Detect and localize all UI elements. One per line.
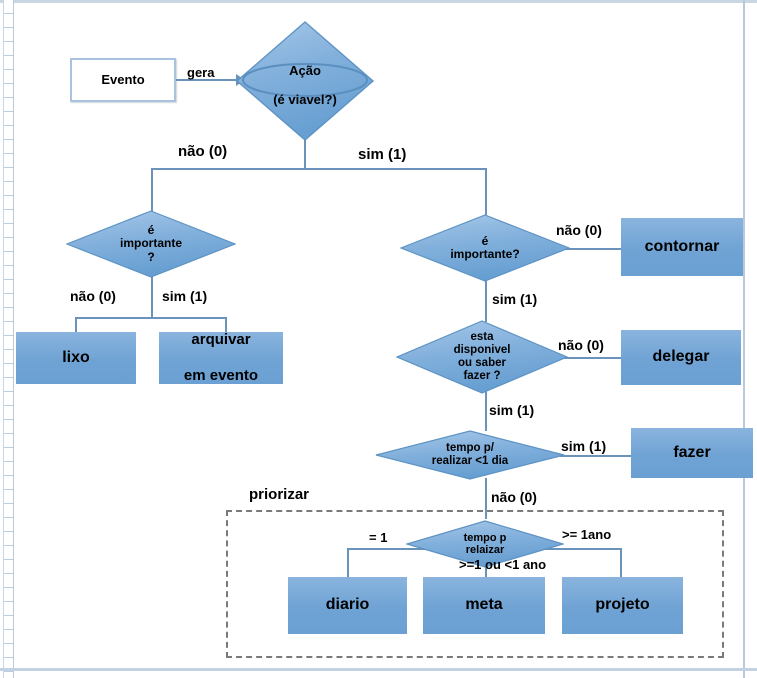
edge-label-tempo-dia-nao: não (0): [491, 489, 537, 505]
edge-label-disponivel-sim: sim (1): [489, 402, 535, 418]
connector-importante-left-stem: [151, 276, 153, 318]
edge-label-relaizar-middle: >=1 ou <1 ano: [459, 557, 547, 572]
edge-label-gera: gera: [187, 65, 215, 80]
page-frame-top: [0, 0, 757, 3]
edge-label-importante-right-sim: sim (1): [492, 291, 538, 307]
connector-evento-acao: [176, 79, 238, 81]
priorizar-group-title: priorizar: [249, 486, 310, 503]
edge-label-disponivel-nao: não (0): [558, 337, 604, 353]
node-tempo-relaizar-label: tempo p relaizar: [463, 531, 507, 556]
edge-label-acao-sim: sim (1): [358, 146, 407, 163]
connector-relaizar-diario-drop: [347, 548, 349, 578]
node-meta[interactable]: meta: [423, 577, 545, 634]
node-delegar-label: delegar: [652, 348, 710, 366]
ruler-edge: [3, 0, 4, 678]
node-lixo-label: lixo: [62, 348, 90, 366]
node-acao-shape: [235, 21, 375, 141]
connector-relaizar-to-diario: [347, 548, 431, 550]
connector-relaizar-to-meta: [485, 566, 487, 578]
connector-tempo-dia-to-fazer: [560, 455, 632, 457]
node-lixo[interactable]: lixo: [16, 332, 136, 384]
page-frame-bottom: [0, 668, 757, 671]
node-arquivar-label: arquivar em evento: [183, 331, 259, 384]
connector-relaizar-projeto-drop: [620, 548, 622, 578]
node-tempo-relaizar-shape: [406, 520, 564, 568]
node-projeto[interactable]: projeto: [562, 577, 683, 634]
priorizar-group-box: [226, 510, 724, 658]
page-frame-right: [743, 0, 745, 678]
connector-importante-right-to-contornar: [556, 248, 622, 250]
edge-label-importante-left-sim: sim (1): [162, 288, 208, 304]
node-disponivel-shape: [396, 320, 568, 394]
node-tempo-dia-shape: [375, 430, 565, 480]
node-tempo-dia[interactable]: tempo p/ realizar <1 dia: [375, 430, 565, 480]
node-projeto-label: projeto: [595, 596, 650, 614]
edge-label-relaizar-eq1: = 1: [369, 530, 388, 545]
connector-split-left-drop: [151, 168, 153, 214]
node-disponivel[interactable]: esta disponivel ou saber fazer ?: [396, 320, 568, 394]
connector-acao-stem: [304, 140, 306, 169]
node-tempo-dia-label: tempo p/ realizar <1 dia: [431, 442, 509, 467]
node-diario[interactable]: diario: [288, 577, 407, 634]
node-fazer[interactable]: fazer: [631, 428, 753, 478]
edge-label-acao-nao: não (0): [178, 143, 228, 160]
connector-disponivel-to-delegar: [558, 357, 622, 359]
node-importante-right-shape: [400, 214, 570, 282]
node-acao-label: Ação (é viavel?): [273, 63, 337, 108]
connector-tempo-dia-stem: [485, 478, 487, 519]
node-importante-left[interactable]: é importante ?: [66, 210, 236, 278]
node-tempo-relaizar[interactable]: tempo p relaizar: [406, 520, 564, 568]
node-importante-left-shape: [66, 210, 236, 278]
node-delegar[interactable]: delegar: [621, 330, 741, 385]
connector-left-split-bar: [75, 317, 226, 319]
node-arquivar[interactable]: arquivar em evento: [159, 331, 283, 384]
node-contornar[interactable]: contornar: [621, 218, 743, 276]
connector-split-bar: [151, 168, 487, 170]
connector-left-to-lixo: [75, 317, 77, 333]
node-importante-left-label: é importante ?: [119, 222, 182, 264]
node-fazer-label: fazer: [673, 443, 711, 461]
node-contornar-label: contornar: [644, 237, 720, 255]
node-disponivel-label: esta disponivel ou saber fazer ?: [453, 331, 511, 382]
edge-label-tempo-dia-sim: sim (1): [561, 438, 607, 454]
node-importante-right-label: é importante?: [450, 233, 520, 261]
node-importante-right[interactable]: é importante?: [400, 214, 570, 282]
edge-label-relaizar-gte1ano: >= 1ano: [562, 527, 612, 542]
edge-label-importante-right-nao: não (0): [556, 222, 602, 238]
connector-split-right-drop: [485, 168, 487, 216]
edge-label-importante-left-nao: não (0): [70, 288, 116, 304]
connector-disponivel-stem: [485, 391, 487, 431]
node-evento[interactable]: Evento: [70, 58, 176, 102]
connector-left-to-arquivar: [225, 317, 227, 333]
node-meta-label: meta: [465, 596, 503, 614]
node-evento-label: Evento: [101, 72, 145, 88]
connector-importante-right-stem: [485, 280, 487, 322]
connector-relaizar-to-projeto: [539, 548, 622, 550]
node-diario-label: diario: [325, 596, 370, 614]
node-acao[interactable]: Ação (é viavel?): [235, 20, 375, 142]
vertical-ruler: [4, 0, 14, 678]
